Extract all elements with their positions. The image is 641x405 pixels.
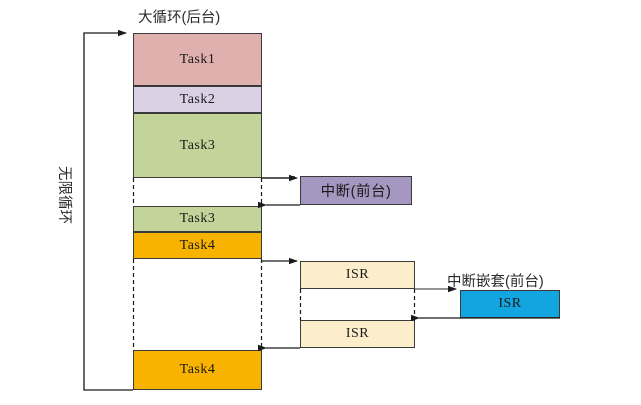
infinite-loop-bracket: [83, 29, 133, 391]
task-block-task1: Task1: [133, 33, 262, 86]
isr-block-bottom: ISR: [300, 320, 415, 348]
infinite-loop-label: 无限循环: [56, 166, 72, 224]
interrupt-block: 中断(前台): [300, 176, 412, 205]
task-block-task4: Task4: [133, 232, 262, 259]
isr-block-top: ISR: [300, 261, 415, 289]
main-loop-title: 大循环(后台): [138, 10, 221, 26]
task-block-task2: Task2: [133, 86, 262, 113]
task-block-task3-resume: Task3: [133, 206, 262, 232]
nested-interrupt-title: 中断嵌套(前台): [447, 274, 544, 290]
task-block-task4-resume: Task4: [133, 350, 262, 390]
task-block-task3: Task3: [133, 113, 262, 178]
isr-block-nested: ISR: [460, 290, 560, 318]
arrow-task3-to-interrupt: [262, 174, 298, 182]
